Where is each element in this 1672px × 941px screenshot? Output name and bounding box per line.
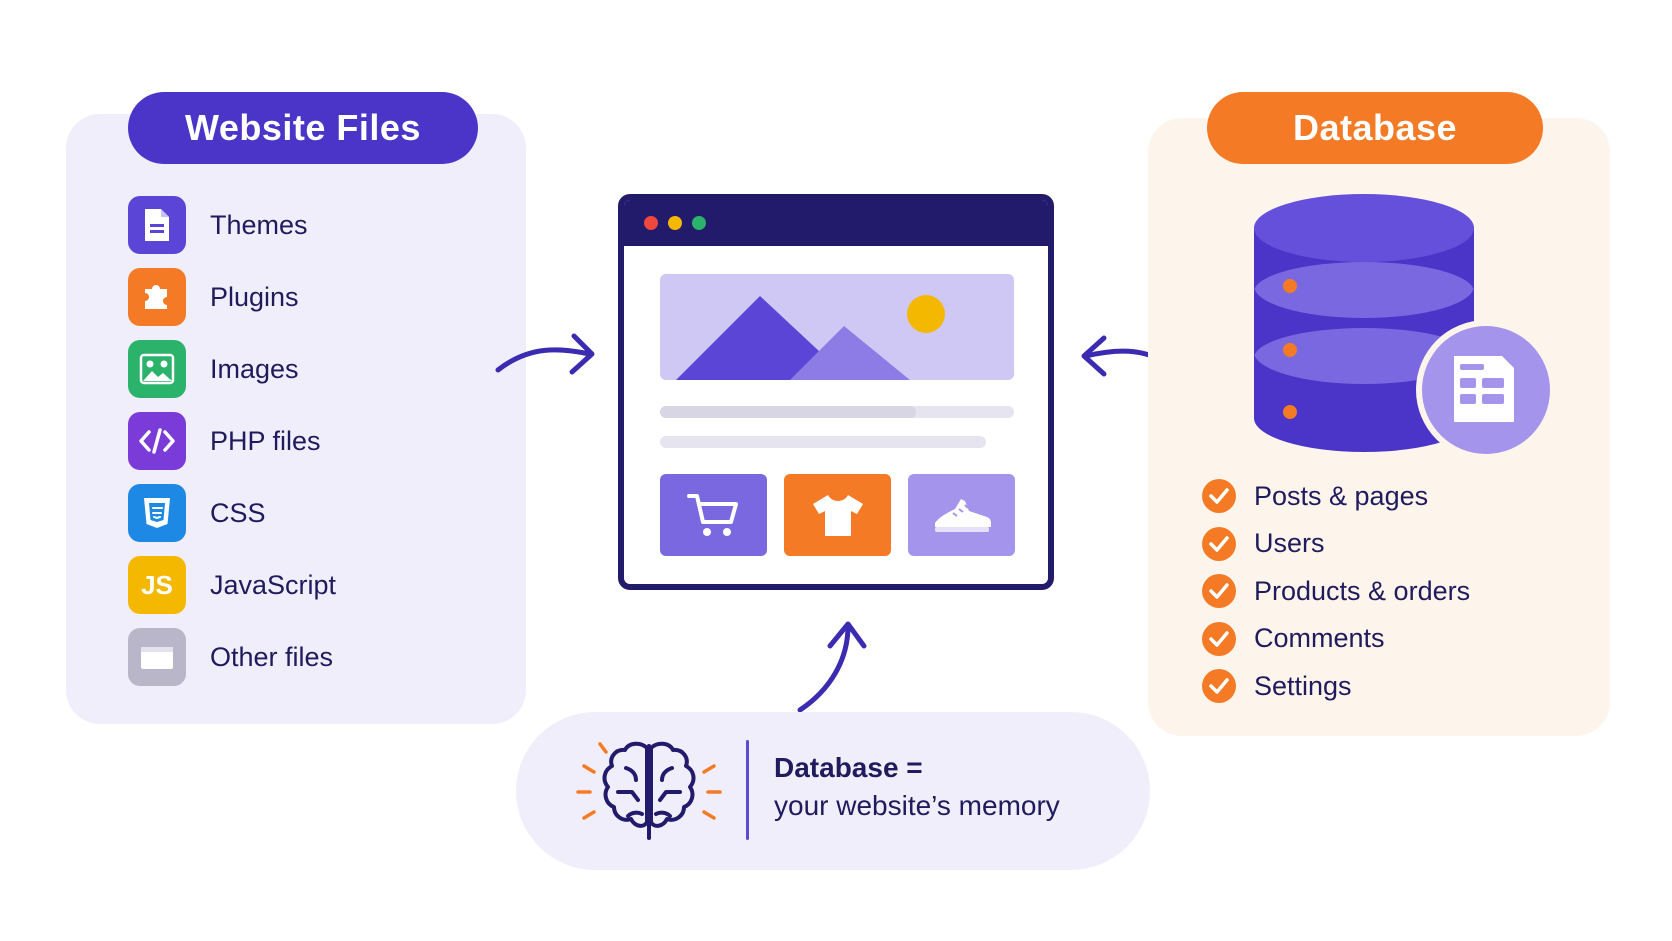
list-item-users: Users — [1202, 524, 1602, 564]
list-item-label: Products & orders — [1254, 575, 1471, 606]
arrow-files-to-site — [495, 333, 595, 375]
maximize-dot-icon — [692, 216, 706, 230]
checkmark-icon — [1202, 574, 1236, 608]
puzzle-icon — [128, 268, 186, 326]
database-cylinder-icon — [1254, 194, 1556, 460]
list-item-label: Users — [1254, 528, 1325, 558]
code-icon — [128, 412, 186, 470]
list-item-label: Settings — [1254, 670, 1352, 701]
brain-icon — [576, 741, 722, 840]
list-item-php-files: PHP files — [128, 412, 508, 470]
checkmark-icon — [1202, 526, 1236, 561]
list-item-label: Images — [210, 353, 299, 384]
website-browser-window — [618, 194, 1054, 590]
list-item-label: CSS — [210, 497, 266, 528]
checkmark-icon — [1202, 621, 1236, 656]
list-item-javascript: JS JavaScript — [128, 556, 508, 614]
checkmark-icon — [1202, 479, 1236, 513]
arrow-memory-to-site — [797, 621, 867, 713]
spreadsheet-icon — [1454, 356, 1514, 422]
list-item-label: Other files — [210, 641, 334, 672]
list-item-plugins: Plugins — [128, 268, 508, 326]
list-item-other-files: Other files — [128, 628, 508, 686]
text-line-placeholder — [660, 436, 986, 448]
list-item-label: JavaScript — [210, 569, 337, 600]
list-item-label: Plugins — [210, 281, 299, 312]
list-item-label: Themes — [210, 209, 308, 240]
list-item-css: CSS — [128, 484, 508, 542]
hero-image-icon — [660, 274, 1014, 380]
shopping-cart-icon — [660, 474, 767, 556]
js-glyph: JS — [141, 569, 173, 600]
list-item-settings: Settings — [1202, 666, 1602, 706]
text-line-highlight — [660, 406, 916, 418]
website-files-title: Website Files — [128, 92, 478, 164]
list-item-label: PHP files — [210, 425, 321, 456]
list-item-products-orders: Products & orders — [1202, 571, 1602, 611]
list-item-posts-pages: Posts & pages — [1202, 476, 1602, 516]
list-item-label: Posts & pages — [1254, 480, 1429, 511]
folder-icon — [128, 628, 186, 686]
close-dot-icon — [644, 216, 658, 230]
list-item-themes: Themes — [128, 196, 508, 254]
tshirt-icon — [784, 474, 891, 556]
sneaker-icon — [908, 474, 1015, 556]
list-item-images: Images — [128, 340, 508, 398]
image-icon — [128, 340, 186, 398]
list-item-label: Comments — [1254, 623, 1385, 653]
database-contents-list: Posts & pages Users Products & orders Co… — [1202, 476, 1602, 714]
css-shield-icon — [128, 484, 186, 542]
list-item-comments: Comments — [1202, 619, 1602, 659]
memory-subtitle: your website’s memory — [774, 790, 1060, 821]
browser-title-bar — [624, 200, 1048, 246]
website-files-list: Themes Plugins Images PHP files CSS JS J… — [128, 196, 508, 700]
checkmark-icon — [1202, 669, 1236, 703]
js-icon: JS — [128, 556, 186, 614]
minimize-dot-icon — [668, 216, 682, 230]
memory-divider — [746, 740, 749, 840]
document-icon — [128, 196, 186, 254]
database-title: Database — [1207, 92, 1543, 164]
memory-title: Database = — [774, 752, 923, 783]
